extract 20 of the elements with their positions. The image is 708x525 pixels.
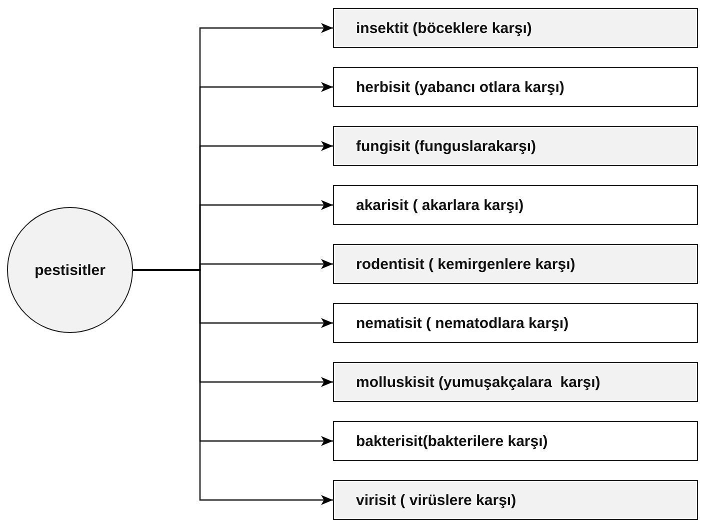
- node-label: pestisitler: [34, 262, 106, 278]
- node-label: virisit ( virüslere karşı): [356, 492, 516, 508]
- arrow: [133, 269, 333, 505]
- node-label: akarisit ( akarlara karşı): [356, 196, 524, 214]
- node-label: herbisit (yabancı otlara karşı): [356, 78, 564, 96]
- node-label: molluskisit (yumuşakçalara karşı): [356, 374, 600, 390]
- node-label: bakterisit(bakterilere karşı): [356, 432, 548, 450]
- node-label: fungisit (funguslarakarşı): [356, 138, 536, 154]
- category-box: [333, 421, 698, 461]
- node-label: nematisit ( nematodlara karşı): [356, 314, 569, 332]
- node-label: insektit (böceklere karşı): [356, 20, 532, 36]
- category-box: [333, 67, 698, 107]
- category-box: [333, 126, 698, 166]
- node-label: rodentisit ( kemirgenlere karşı): [356, 256, 576, 272]
- category-box: [333, 480, 698, 520]
- category-box: [333, 303, 698, 343]
- category-box: [333, 362, 698, 402]
- category-box: [333, 244, 698, 284]
- category-box: [333, 185, 698, 225]
- category-box: [333, 8, 698, 48]
